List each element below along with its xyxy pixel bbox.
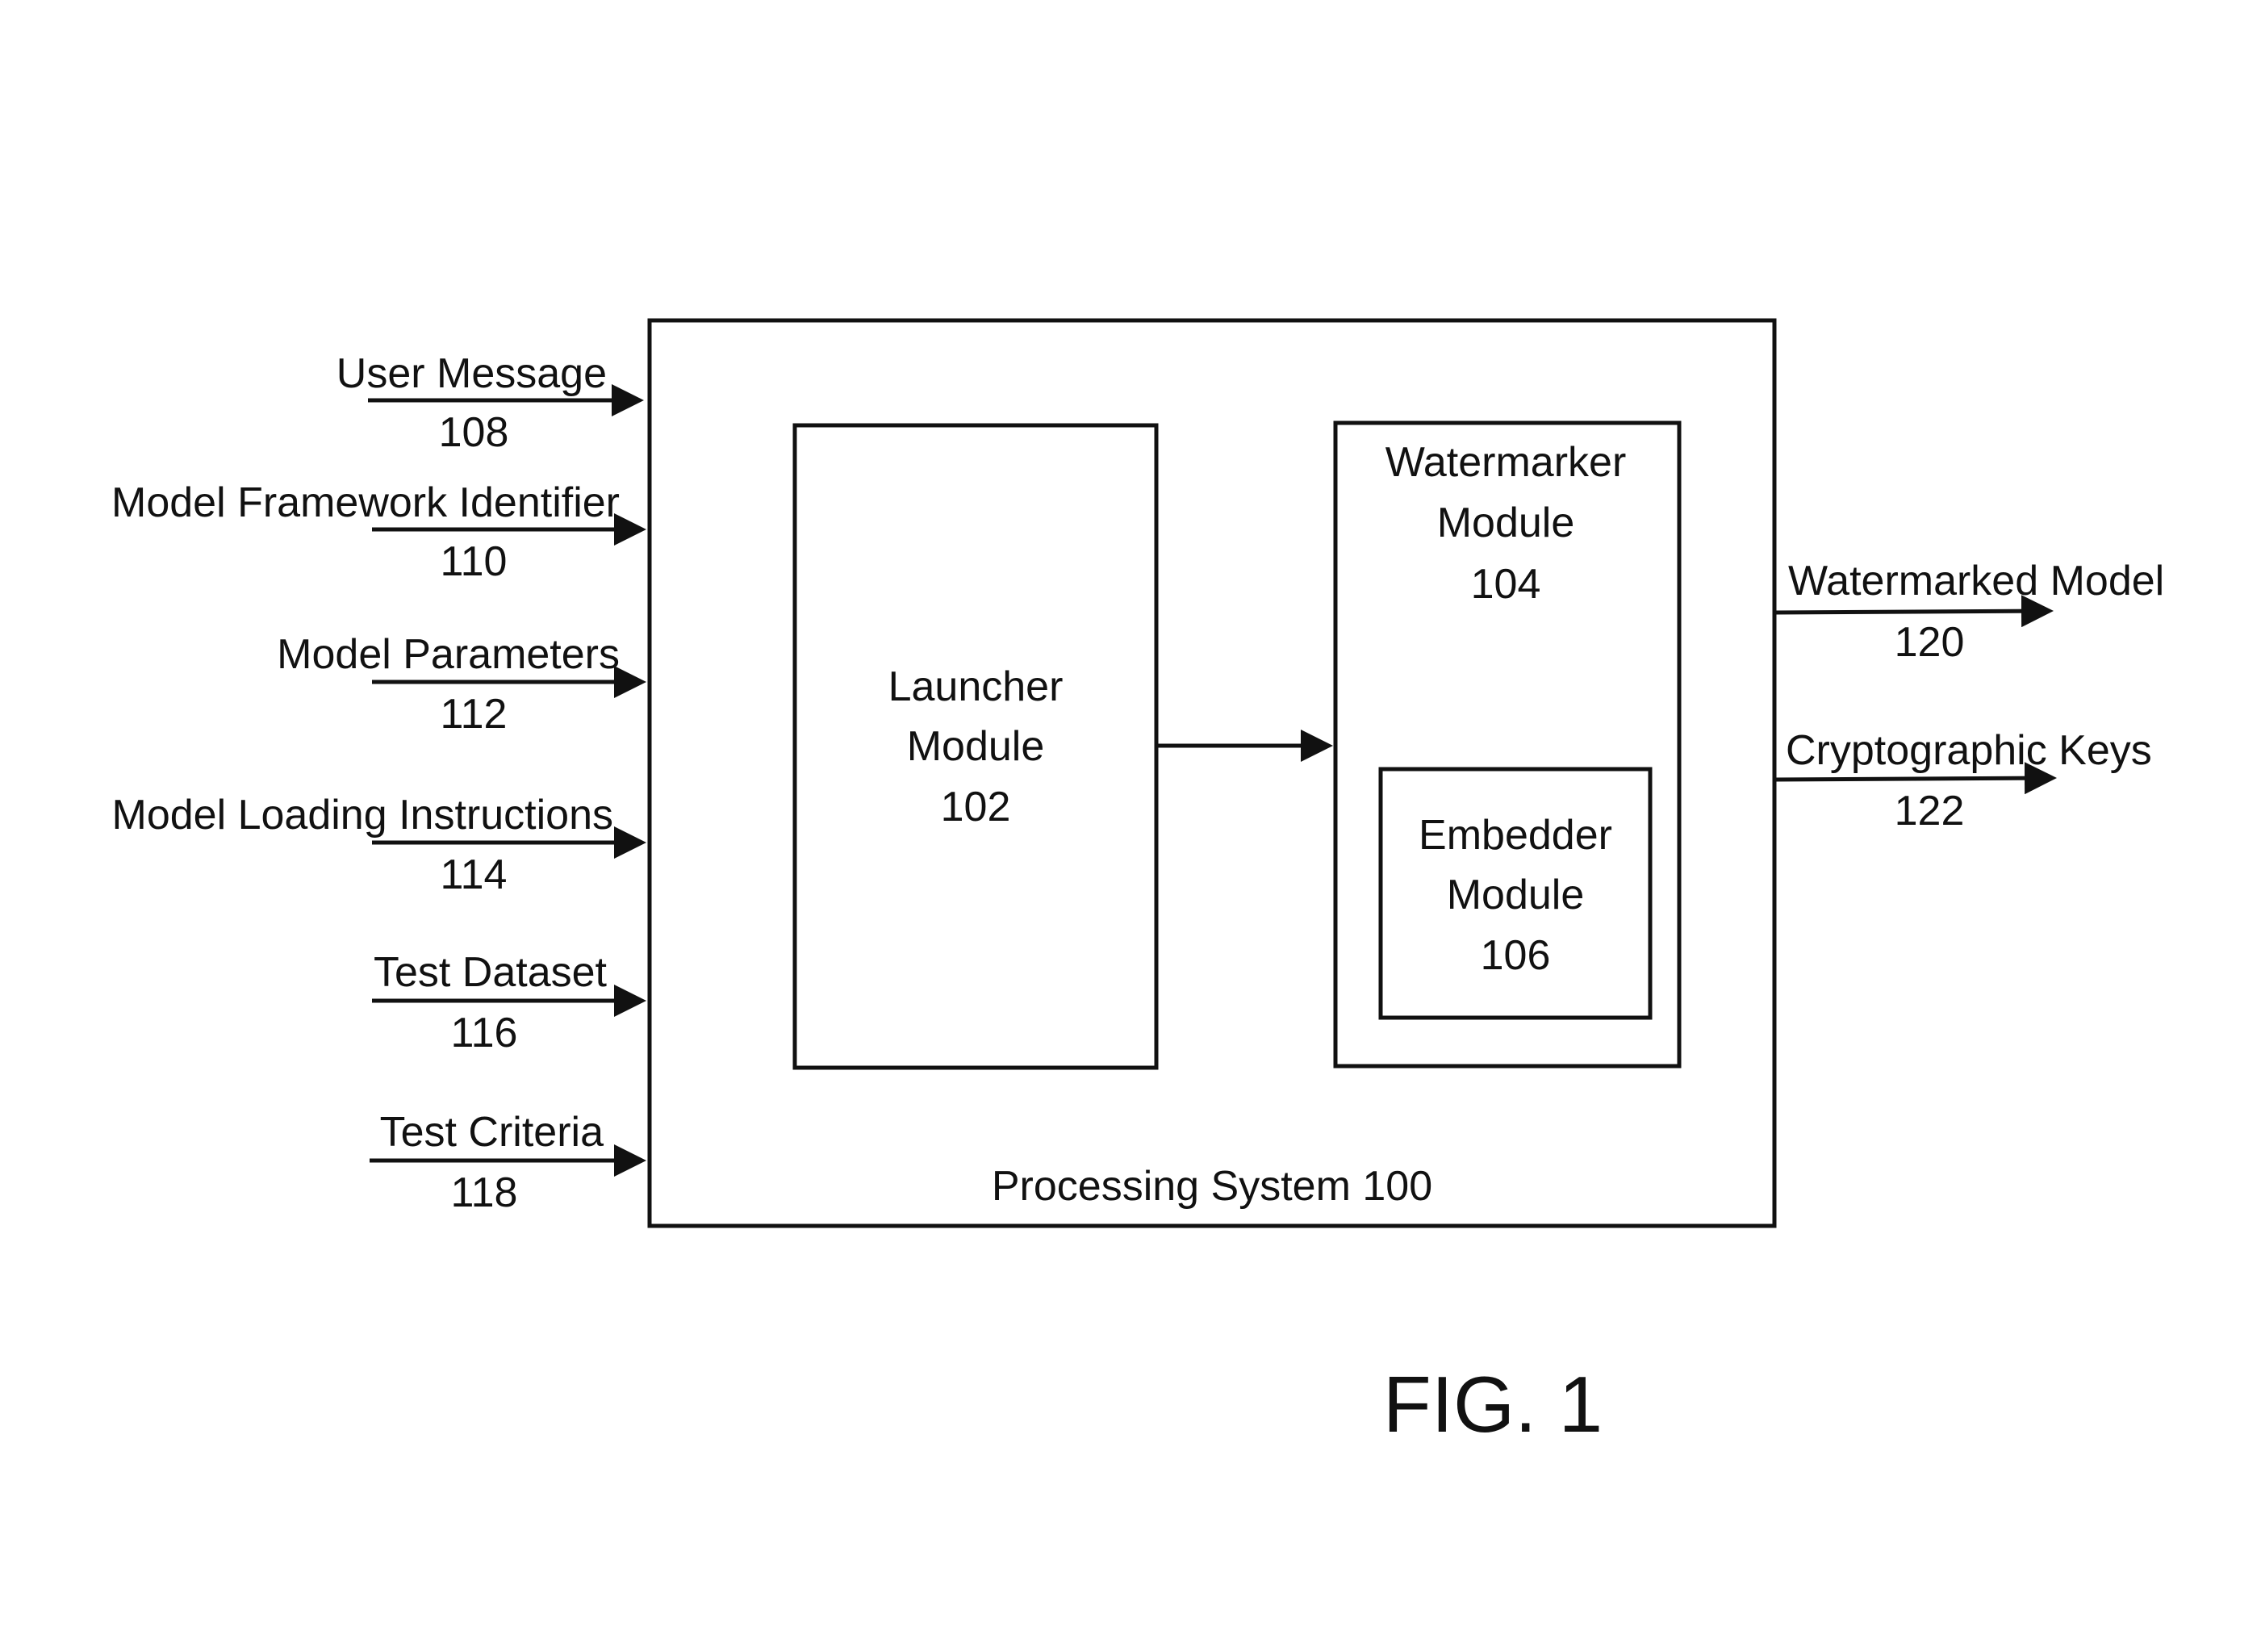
input-label: Model Loading Instructions <box>112 792 614 839</box>
launcher-module-label-line1: Launcher <box>888 663 1064 710</box>
input-model-loading-instructions: Model Loading Instructions 114 <box>112 792 646 898</box>
figure-label: FIG. 1 <box>1383 1360 1603 1449</box>
output-arrow <box>1774 762 2057 795</box>
input-label: User Message <box>336 350 607 397</box>
input-number: 112 <box>441 691 508 738</box>
embedder-module-label-line1: Embedder <box>1419 812 1612 859</box>
output-watermarked-model: Watermarked Model 120 <box>1774 558 2164 666</box>
input-test-criteria: Test Criteria 118 <box>370 1109 646 1216</box>
input-number: 114 <box>441 851 508 898</box>
input-model-framework-identifier: Model Framework Identifier 110 <box>111 479 646 585</box>
input-label: Model Framework Identifier <box>111 479 620 526</box>
output-label: Watermarked Model <box>1788 558 2164 604</box>
input-number: 118 <box>451 1169 518 1216</box>
input-model-parameters: Model Parameters 112 <box>277 631 646 738</box>
embedder-module-label-line2: Module <box>1447 872 1585 918</box>
embedder-module-number: 106 <box>1481 932 1551 979</box>
output-number: 122 <box>1895 788 1965 834</box>
input-number: 108 <box>439 409 509 456</box>
launcher-module-number: 102 <box>941 784 1011 830</box>
watermarker-module-number: 104 <box>1471 561 1541 608</box>
watermarker-module-box <box>1333 420 1682 1069</box>
input-number: 116 <box>451 1010 518 1056</box>
watermarker-module-label-line1: Watermarker <box>1385 439 1627 486</box>
input-label: Test Criteria <box>380 1109 604 1156</box>
input-label: Model Parameters <box>277 631 620 678</box>
input-label: Test Dataset <box>374 949 608 996</box>
output-cryptographic-keys: Cryptographic Keys 122 <box>1774 727 2152 834</box>
output-arrow <box>1774 595 2054 628</box>
embedder-module-box <box>1378 767 1653 1020</box>
input-user-message: User Message 108 <box>336 350 644 456</box>
processing-system-label: Processing System 100 <box>992 1163 1432 1210</box>
watermarker-module-label-line2: Module <box>1437 500 1575 546</box>
launcher-module-label-line2: Module <box>907 723 1045 770</box>
output-label: Cryptographic Keys <box>1786 727 2152 774</box>
input-test-dataset: Test Dataset 116 <box>372 949 646 1056</box>
processing-system-box <box>647 318 1777 1228</box>
output-number: 120 <box>1895 619 1965 666</box>
input-number: 110 <box>441 538 508 585</box>
